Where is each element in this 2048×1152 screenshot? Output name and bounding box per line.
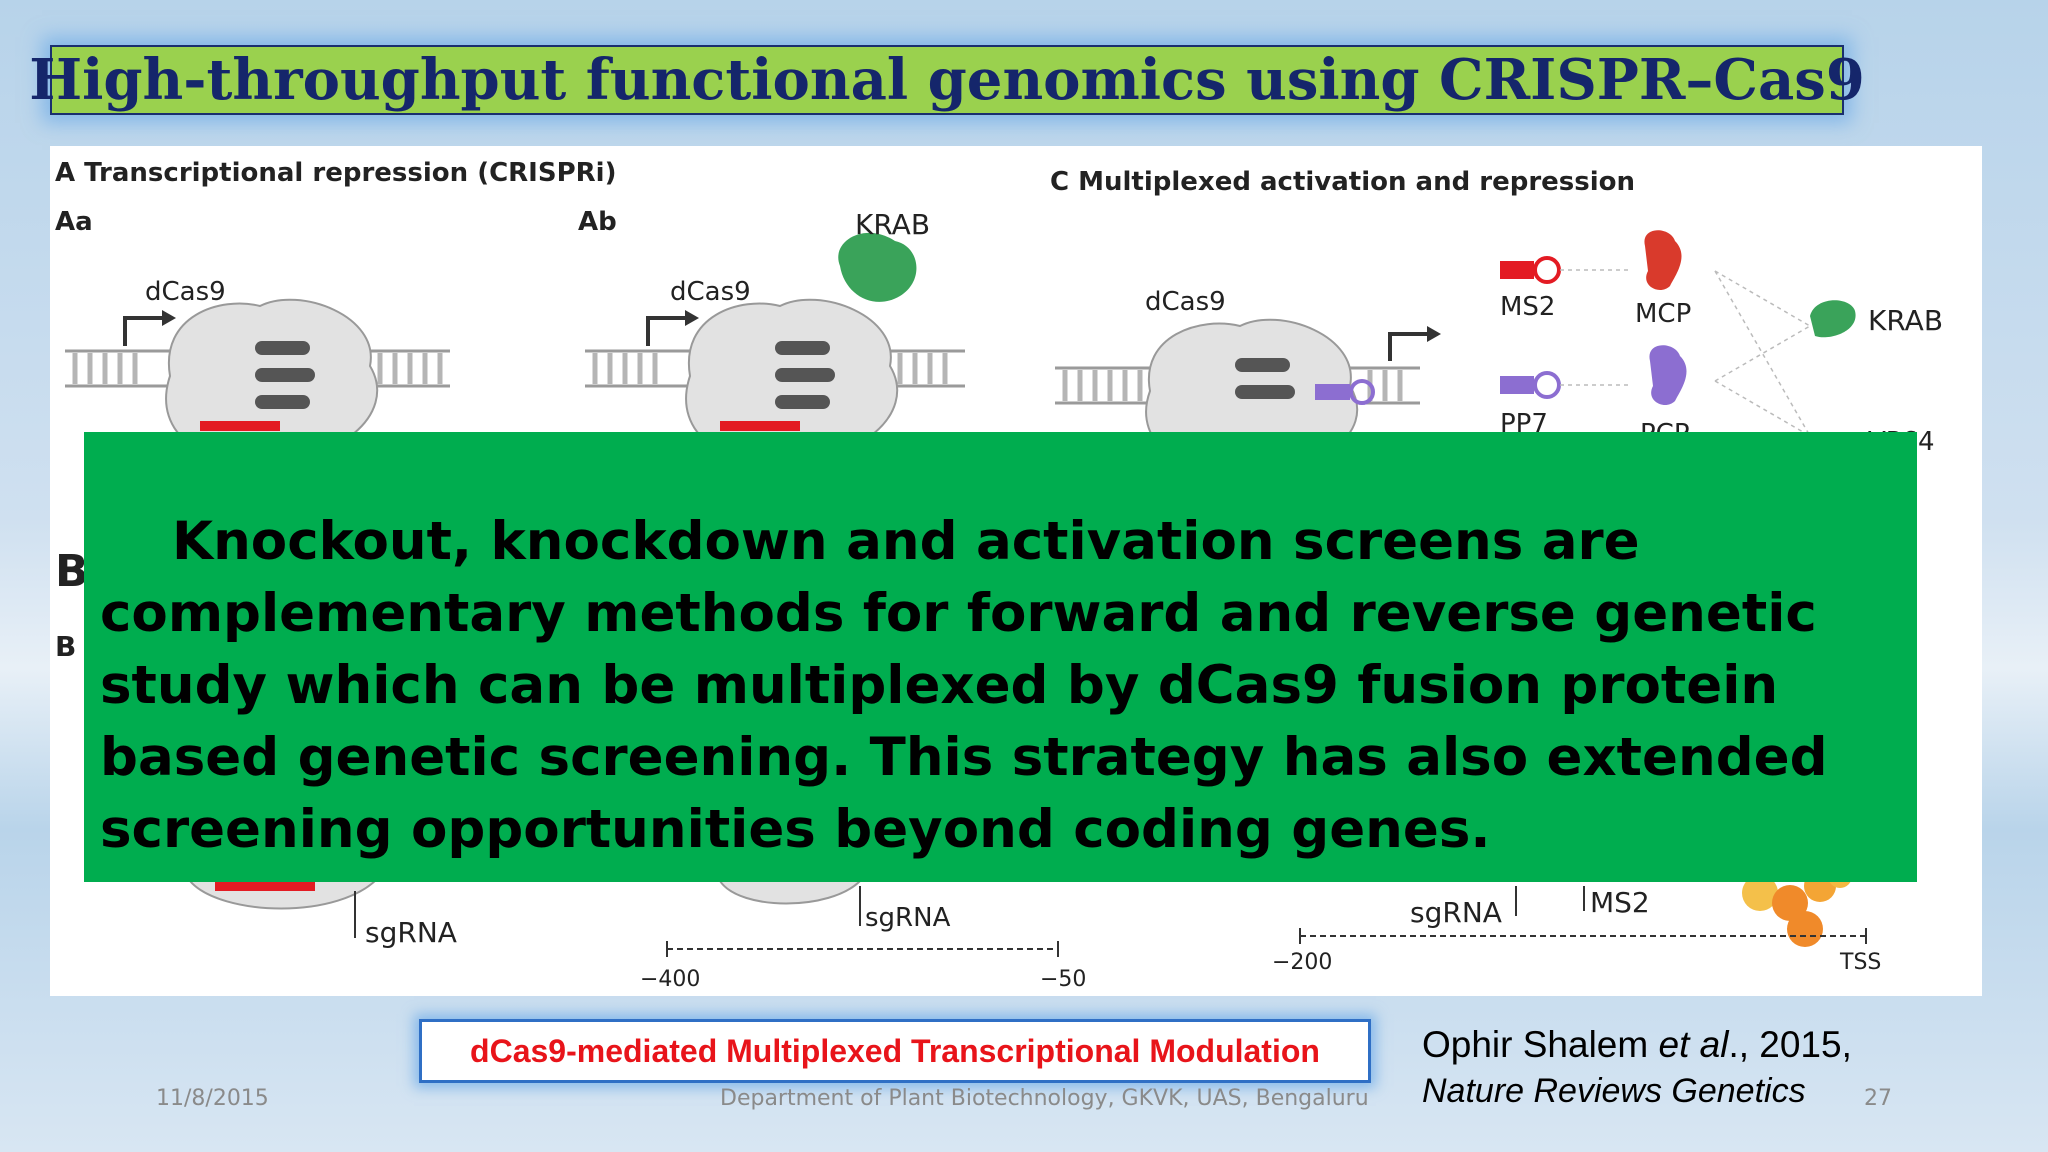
panel-b-lower-strip: sgRNA sgRNA −400 −50 sgRNA MS2 −200 — [189, 864, 1881, 992]
panel-b-label: B — [55, 546, 89, 597]
citation-author: Ophir Shalem — [1422, 1024, 1649, 1065]
c-sgrna-label: sgRNA — [1410, 896, 1502, 929]
panel-ab-label: Ab — [578, 207, 617, 237]
slide-title: High-throughput functional genomics usin… — [29, 47, 1865, 113]
panel-a-title: A Transcriptional repression (CRISPRi) — [55, 158, 616, 188]
summary-text-box: Knockout, knockdown and activation scree… — [84, 432, 1917, 882]
c-dcas9-label: dCas9 — [1145, 287, 1226, 317]
footer-date: 11/8/2015 — [156, 1086, 269, 1111]
summary-text: Knockout, knockdown and activation scree… — [100, 511, 1828, 860]
figure-caption-box: dCas9-mediated Multiplexed Transcription… — [419, 1019, 1371, 1083]
panel-aa-label: Aa — [55, 207, 93, 237]
footer-page-number: 27 — [1864, 1086, 1892, 1111]
ab-krab-label: KRAB — [855, 208, 930, 241]
slide-title-box: High-throughput functional genomics usin… — [29, 45, 1865, 115]
citation-line-1: Ophir Shalem et al., 2015, — [1422, 1022, 1942, 1068]
citation-etal: et al — [1658, 1024, 1729, 1065]
citation-journal: Nature Reviews Genetics — [1422, 1072, 1806, 1110]
b-axis-neg50: −50 — [1040, 967, 1086, 992]
b-sgrna-label-2: sgRNA — [865, 903, 951, 933]
c-axis-neg200: −200 — [1272, 950, 1332, 975]
b-sgrna-label-1: sgRNA — [365, 916, 457, 949]
c-krab-label: KRAB — [1868, 304, 1943, 337]
panel-ab-diagram: dCas9 KRAB — [585, 208, 965, 461]
panel-c-title: C Multiplexed activation and repression — [1050, 167, 1635, 197]
aa-dcas9-label: dCas9 — [145, 277, 226, 307]
c-mcp-label: MCP — [1635, 299, 1691, 329]
b-axis-neg400: −400 — [640, 967, 700, 992]
panel-b-sublabel: B — [55, 630, 76, 663]
citation-year: ., 2015, — [1728, 1024, 1852, 1065]
footer-department: Department of Plant Biotechnology, GKVK,… — [720, 1086, 1369, 1111]
ab-dcas9-label: dCas9 — [670, 277, 751, 307]
figure-caption: dCas9-mediated Multiplexed Transcription… — [470, 1032, 1320, 1069]
c-ms2-bottom-label: MS2 — [1590, 886, 1650, 919]
c-ms2-label: MS2 — [1500, 292, 1555, 322]
citation: Ophir Shalem et al., 2015, Nature Review… — [1422, 1022, 1942, 1114]
c-tss-label: TSS — [1839, 950, 1881, 975]
panel-aa-diagram: dCas9 — [65, 277, 450, 461]
